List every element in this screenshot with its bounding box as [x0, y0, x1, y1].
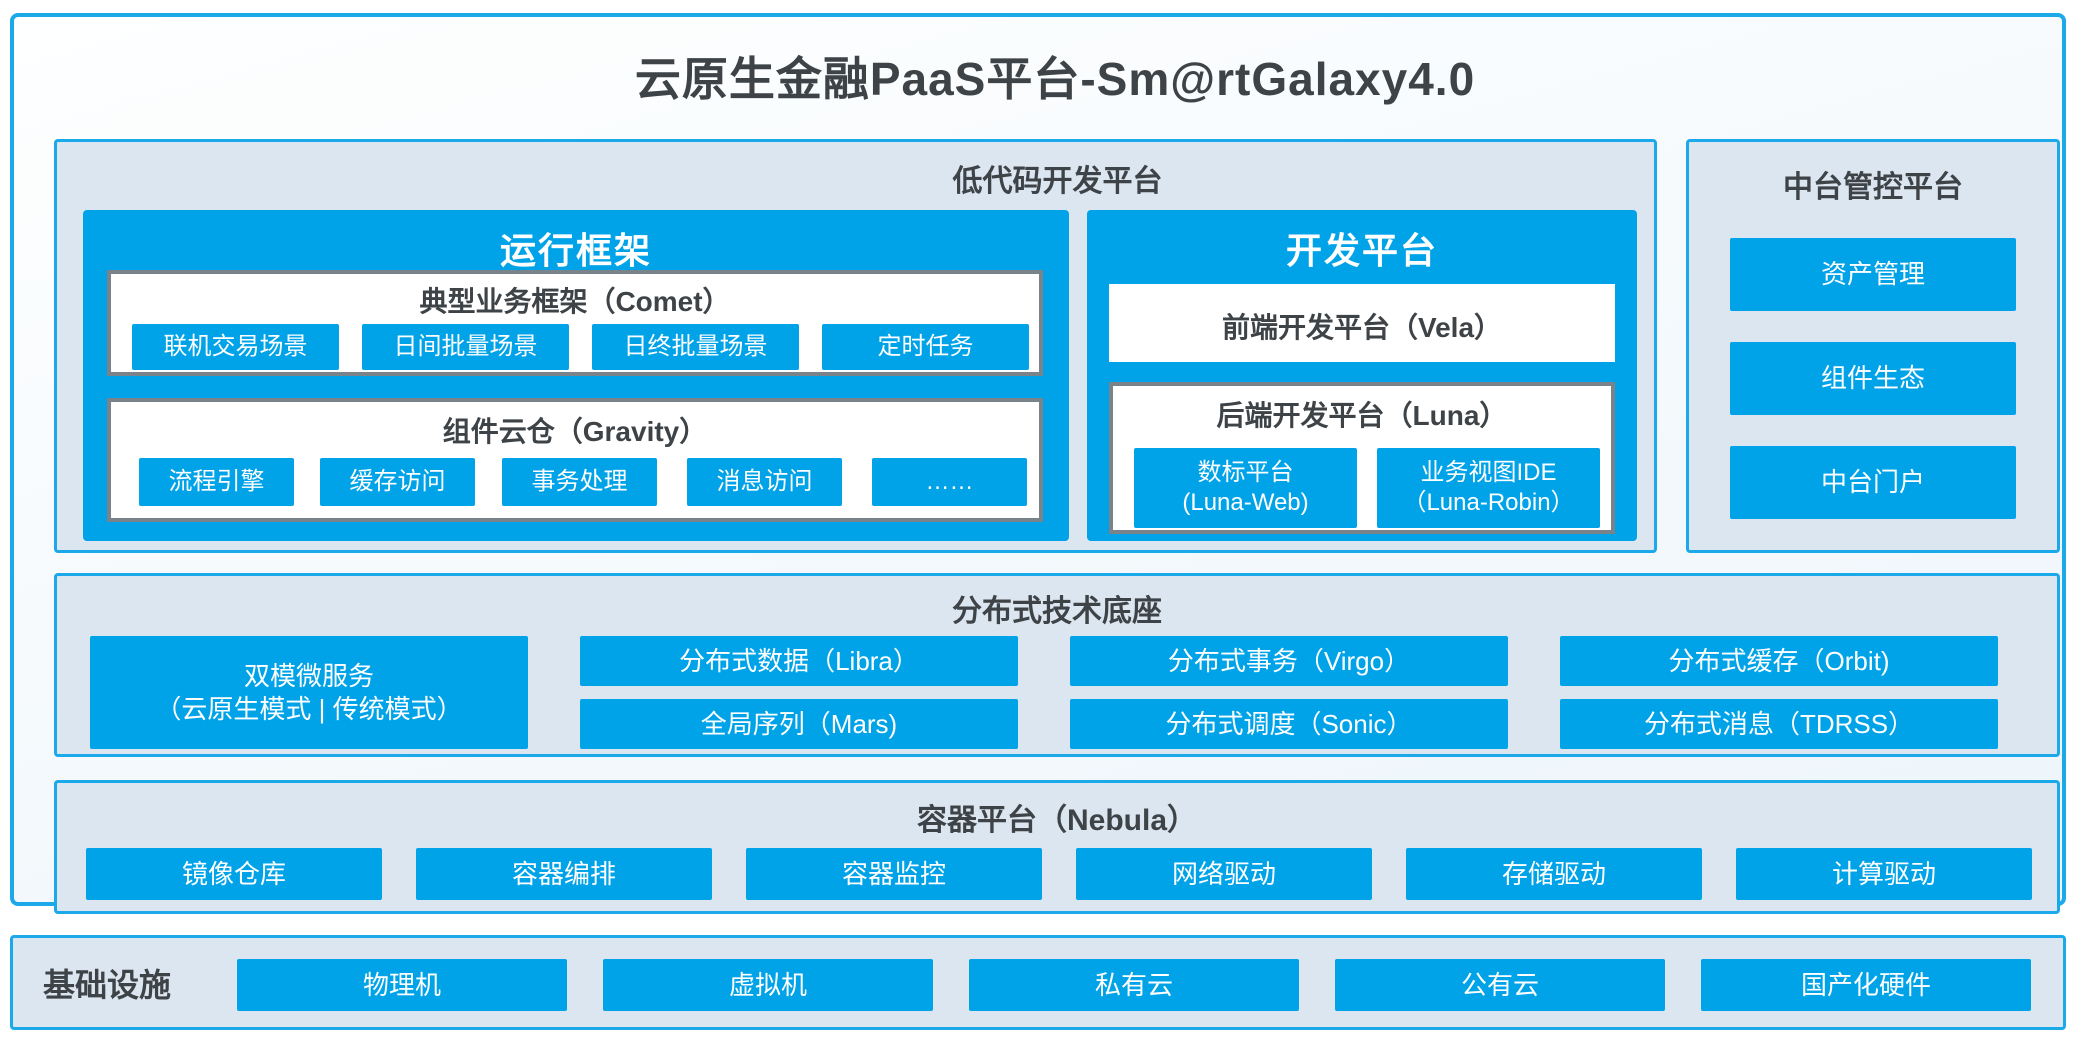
luna-web-line2: (Luna-Web): [1182, 489, 1309, 516]
comet-framework-box: 典型业务框架（Comet） 联机交易场景 日间批量场景 日终批量场景 定时任务: [107, 270, 1043, 376]
block-message-access: 消息访问: [687, 458, 842, 506]
dual-mode-line2: （云原生模式 | 传统模式）: [155, 693, 463, 724]
luna-box-label: 后端开发平台（Luna）: [1216, 400, 1508, 431]
block-private-cloud: 私有云: [969, 959, 1299, 1011]
block-compute-driver: 计算驱动: [1736, 848, 2032, 900]
block-daytime-batch: 日间批量场景: [362, 324, 569, 370]
container-platform-header: 容器平台（Nebula）: [916, 804, 1198, 837]
vela-box-label: 前端开发平台（Vela）: [1221, 312, 1503, 343]
panel-runtime-framework: 运行框架 典型业务框架（Comet） 联机交易场景 日间批量场景 日终批量场景 …: [83, 210, 1069, 541]
infrastructure-label: 基础设施: [43, 966, 172, 1003]
gravity-warehouse-box: 组件云仓（Gravity） 流程引擎 缓存访问 事务处理 消息访问 ……: [107, 398, 1043, 522]
gravity-box-label: 组件云仓（Gravity）: [442, 416, 708, 447]
block-public-cloud: 公有云: [1335, 959, 1665, 1011]
block-physical-machine: 物理机: [237, 959, 567, 1011]
section-distributed-base: 分布式技术底座 双模微服务 （云原生模式 | 传统模式） 分布式数据（Libra…: [54, 573, 2060, 757]
block-asset-management: 资产管理: [1730, 238, 2016, 311]
luna-robin-line2: （Luna-Robin）: [1402, 489, 1575, 516]
block-transaction-processing: 事务处理: [502, 458, 657, 506]
block-cache-access: 缓存访问: [320, 458, 475, 506]
panel-dev-platform: 开发平台 前端开发平台（Vela） 后端开发平台（Luna） 数标平台 (Lun…: [1087, 210, 1637, 541]
midplatform-header: 中台管控平台: [1783, 171, 1963, 204]
runtime-framework-title: 运行框架: [499, 230, 652, 271]
page-title: 云原生金融PaaS平台-Sm@rtGalaxy4.0: [634, 53, 1476, 105]
block-luna-robin: 业务视图IDE （Luna-Robin）: [1377, 448, 1600, 528]
block-domestic-hardware: 国产化硬件: [1701, 959, 2031, 1011]
block-virtual-machine: 虚拟机: [603, 959, 933, 1011]
block-image-registry: 镜像仓库: [86, 848, 382, 900]
block-global-sequence-mars: 全局序列（Mars): [580, 699, 1018, 749]
section-midplatform-control: 中台管控平台 资产管理 组件生态 中台门户: [1686, 139, 2060, 553]
section-container-platform: 容器平台（Nebula） 镜像仓库 容器编排 容器监控 网络驱动 存储驱动 计算…: [54, 780, 2060, 914]
block-more-ellipsis: ……: [872, 458, 1027, 506]
block-dual-mode-microservice: 双模微服务 （云原生模式 | 传统模式）: [90, 636, 528, 749]
block-network-driver: 网络驱动: [1076, 848, 1372, 900]
block-distributed-message-tdrss: 分布式消息（TDRSS）: [1560, 699, 1998, 749]
section-low-code-platform: 低代码开发平台 运行框架 典型业务框架（Comet） 联机交易场景 日间批量场景…: [54, 139, 1657, 553]
low-code-section-header: 低代码开发平台: [952, 165, 1163, 198]
block-distributed-transaction-virgo: 分布式事务（Virgo）: [1070, 636, 1508, 686]
block-midplatform-portal: 中台门户: [1730, 446, 2016, 519]
outer-container: 云原生金融PaaS平台-Sm@rtGalaxy4.0 低代码开发平台 运行框架 …: [10, 13, 2066, 914]
dual-mode-line1: 双模微服务: [243, 661, 374, 691]
luna-backend-box: 后端开发平台（Luna） 数标平台 (Luna-Web) 业务视图IDE （Lu…: [1109, 382, 1615, 534]
block-scheduled-task: 定时任务: [822, 324, 1029, 370]
comet-box-label: 典型业务框架（Comet）: [419, 286, 731, 317]
block-distributed-scheduling-sonic: 分布式调度（Sonic）: [1070, 699, 1508, 749]
vela-frontend-box: 前端开发平台（Vela）: [1109, 284, 1615, 362]
block-container-monitoring: 容器监控: [746, 848, 1042, 900]
block-eod-batch: 日终批量场景: [592, 324, 799, 370]
luna-robin-line1: 业务视图IDE: [1420, 459, 1557, 486]
distributed-header: 分布式技术底座: [952, 595, 1162, 628]
block-process-engine: 流程引擎: [139, 458, 294, 506]
luna-web-line1: 数标平台: [1197, 459, 1294, 486]
block-storage-driver: 存储驱动: [1406, 848, 1702, 900]
block-container-orchestration: 容器编排: [416, 848, 712, 900]
block-component-ecosystem: 组件生态: [1730, 342, 2016, 415]
block-online-transaction: 联机交易场景: [132, 324, 339, 370]
block-distributed-cache-orbit: 分布式缓存（Orbit): [1560, 636, 1998, 686]
block-distributed-data-libra: 分布式数据（Libra）: [580, 636, 1018, 686]
dev-platform-title: 开发平台: [1285, 230, 1438, 271]
section-infrastructure: 基础设施 物理机 虚拟机 私有云 公有云 国产化硬件: [10, 935, 2066, 1030]
block-luna-web: 数标平台 (Luna-Web): [1134, 448, 1357, 528]
